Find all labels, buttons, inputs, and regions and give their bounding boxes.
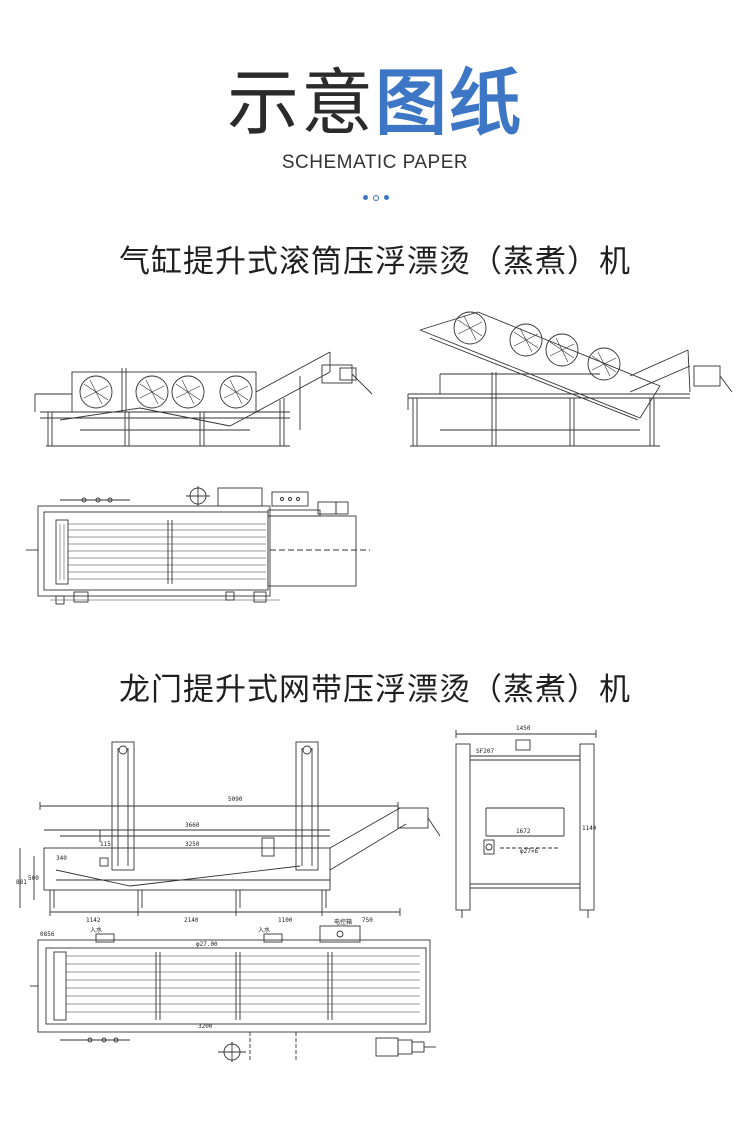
page-subtitle: SCHEMATIC PAPER [281,152,469,173]
dim-seg-4: 750 [362,917,373,924]
drum-4 [219,375,253,409]
drum-1 [79,375,113,409]
dim-side-height: 1140 [582,825,597,832]
dim-width-inner: 1672 [516,828,531,835]
dim-overall-length: 5090 [228,796,243,803]
dim-seg-3: 1100 [278,917,293,924]
drum-3 [171,375,205,409]
drum-raised-3 [545,333,579,367]
drum-raised-2 [509,323,543,357]
label-sf207: SF207 [476,748,494,755]
drawing-cylinder-raised-view [407,311,733,447]
section1-heading: 气缸提升式滚筒压浮漂烫（蒸煮）机 [119,244,631,280]
dim-small-height: 340 [56,855,67,862]
drawing-gantry-side-view [19,741,441,916]
dim-length-b: 3250 [185,841,200,848]
drum-2 [135,375,169,409]
dot-outline-icon [373,195,379,201]
dim-pipe: φ27×6 [520,848,538,855]
dim-length-a: 3660 [185,822,200,829]
label-inlet-1: 入水 [90,926,102,934]
section2-heading: 龙门提升式网带压浮漂烫（蒸煮）机 [119,672,631,708]
dot-icon [384,195,389,200]
dim-plan-length: 3200 [198,1023,213,1030]
dim-height: 881 [16,879,27,886]
dim-115: 115 [100,841,111,848]
dot-icon [363,195,368,200]
dim-inner-height: 500 [28,875,39,882]
drum-raised-4 [587,347,621,381]
dim-plan-tag: φ27.00 [196,941,218,948]
dim-plan-width: 0856 [40,931,55,938]
drawing-gantry-end-view [455,730,597,918]
dim-seg-2: 2140 [184,917,199,924]
label-inlet-2: 入水 [258,926,270,934]
dim-seg-1: 1142 [86,917,101,924]
title-dark-part: 示意 [226,61,375,145]
label-control-box: 电控箱 [334,918,352,926]
drawing-cylinder-side-view [34,351,373,447]
drawing-cylinder-plan-view [26,486,370,605]
title-blue-part: 图纸 [375,61,524,145]
decorative-dots [363,193,393,203]
dim-width-top: 1450 [516,725,531,732]
page-title: 示意图纸 [0,58,750,148]
drawing-gantry-plan-view [30,925,436,1062]
drum-raised-1 [453,311,487,345]
